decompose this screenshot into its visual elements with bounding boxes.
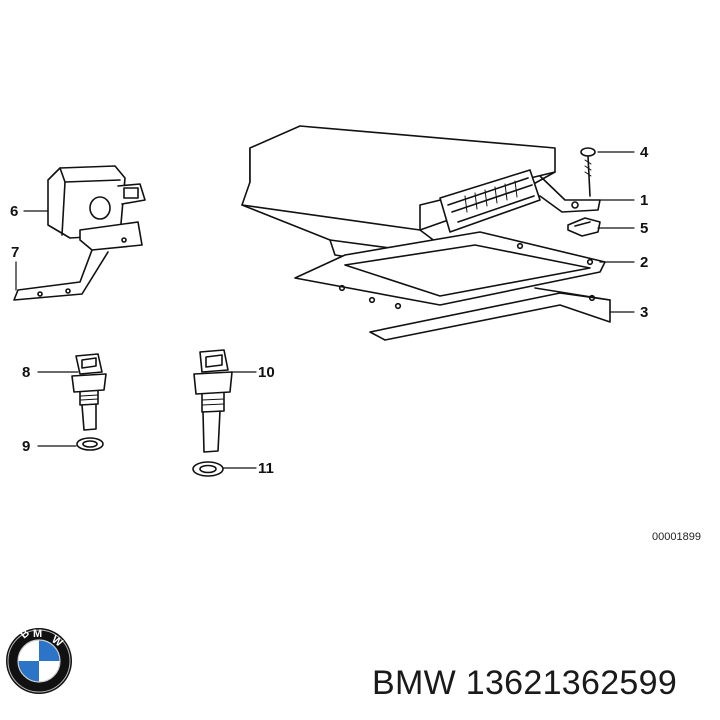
temperature-sender-large — [193, 349, 233, 453]
callout-labels: 4 1 5 2 3 6 7 8 9 10 11 00001899 — [10, 144, 701, 543]
callout-11: 11 — [258, 460, 274, 477]
callout-10: 10 — [258, 364, 275, 381]
control-unit — [241, 125, 601, 263]
lower-bracket — [369, 287, 611, 341]
callout-8: 8 — [22, 364, 30, 381]
part-caption: BMW 13621362599 — [372, 664, 678, 702]
callout-5: 5 — [640, 220, 648, 237]
relay-bracket — [13, 221, 143, 301]
callout-2: 2 — [640, 254, 648, 271]
callout-1: 1 — [640, 192, 648, 209]
temperature-sender-small — [71, 353, 107, 431]
relay — [47, 165, 146, 239]
callout-9: 9 — [22, 438, 30, 455]
callout-7: 7 — [11, 244, 19, 261]
callout-6: 6 — [10, 203, 18, 220]
callout-4: 4 — [640, 144, 649, 161]
logo-letter-m: M — [33, 628, 42, 640]
clip-nut — [567, 217, 601, 237]
leader-lines — [15, 151, 635, 469]
bmw-logo: B M W — [6, 627, 72, 694]
sealing-ring-large — [192, 461, 224, 477]
screw — [580, 147, 596, 197]
sealing-ring-small — [76, 437, 104, 451]
callout-3: 3 — [640, 304, 648, 321]
drawing-code: 00001899 — [652, 531, 701, 543]
